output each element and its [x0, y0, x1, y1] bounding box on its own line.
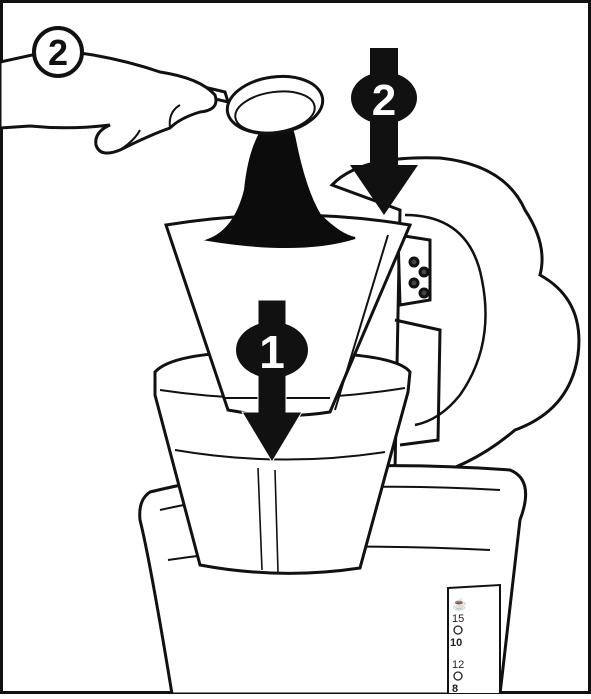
gauge-mark-15: 15	[452, 613, 464, 625]
cup-icon: ☕	[452, 596, 467, 611]
arrow-step-1-number: 1	[259, 326, 285, 378]
gauge-mark-10: 10	[450, 637, 462, 649]
step-badge-number: 2	[48, 32, 68, 73]
gauge-mark-8: 8	[452, 683, 458, 694]
hand	[0, 50, 216, 153]
gauge-mark-12: 12	[452, 659, 464, 671]
step-badge: 2	[34, 28, 82, 76]
arrow-step-2-number: 2	[372, 76, 396, 125]
